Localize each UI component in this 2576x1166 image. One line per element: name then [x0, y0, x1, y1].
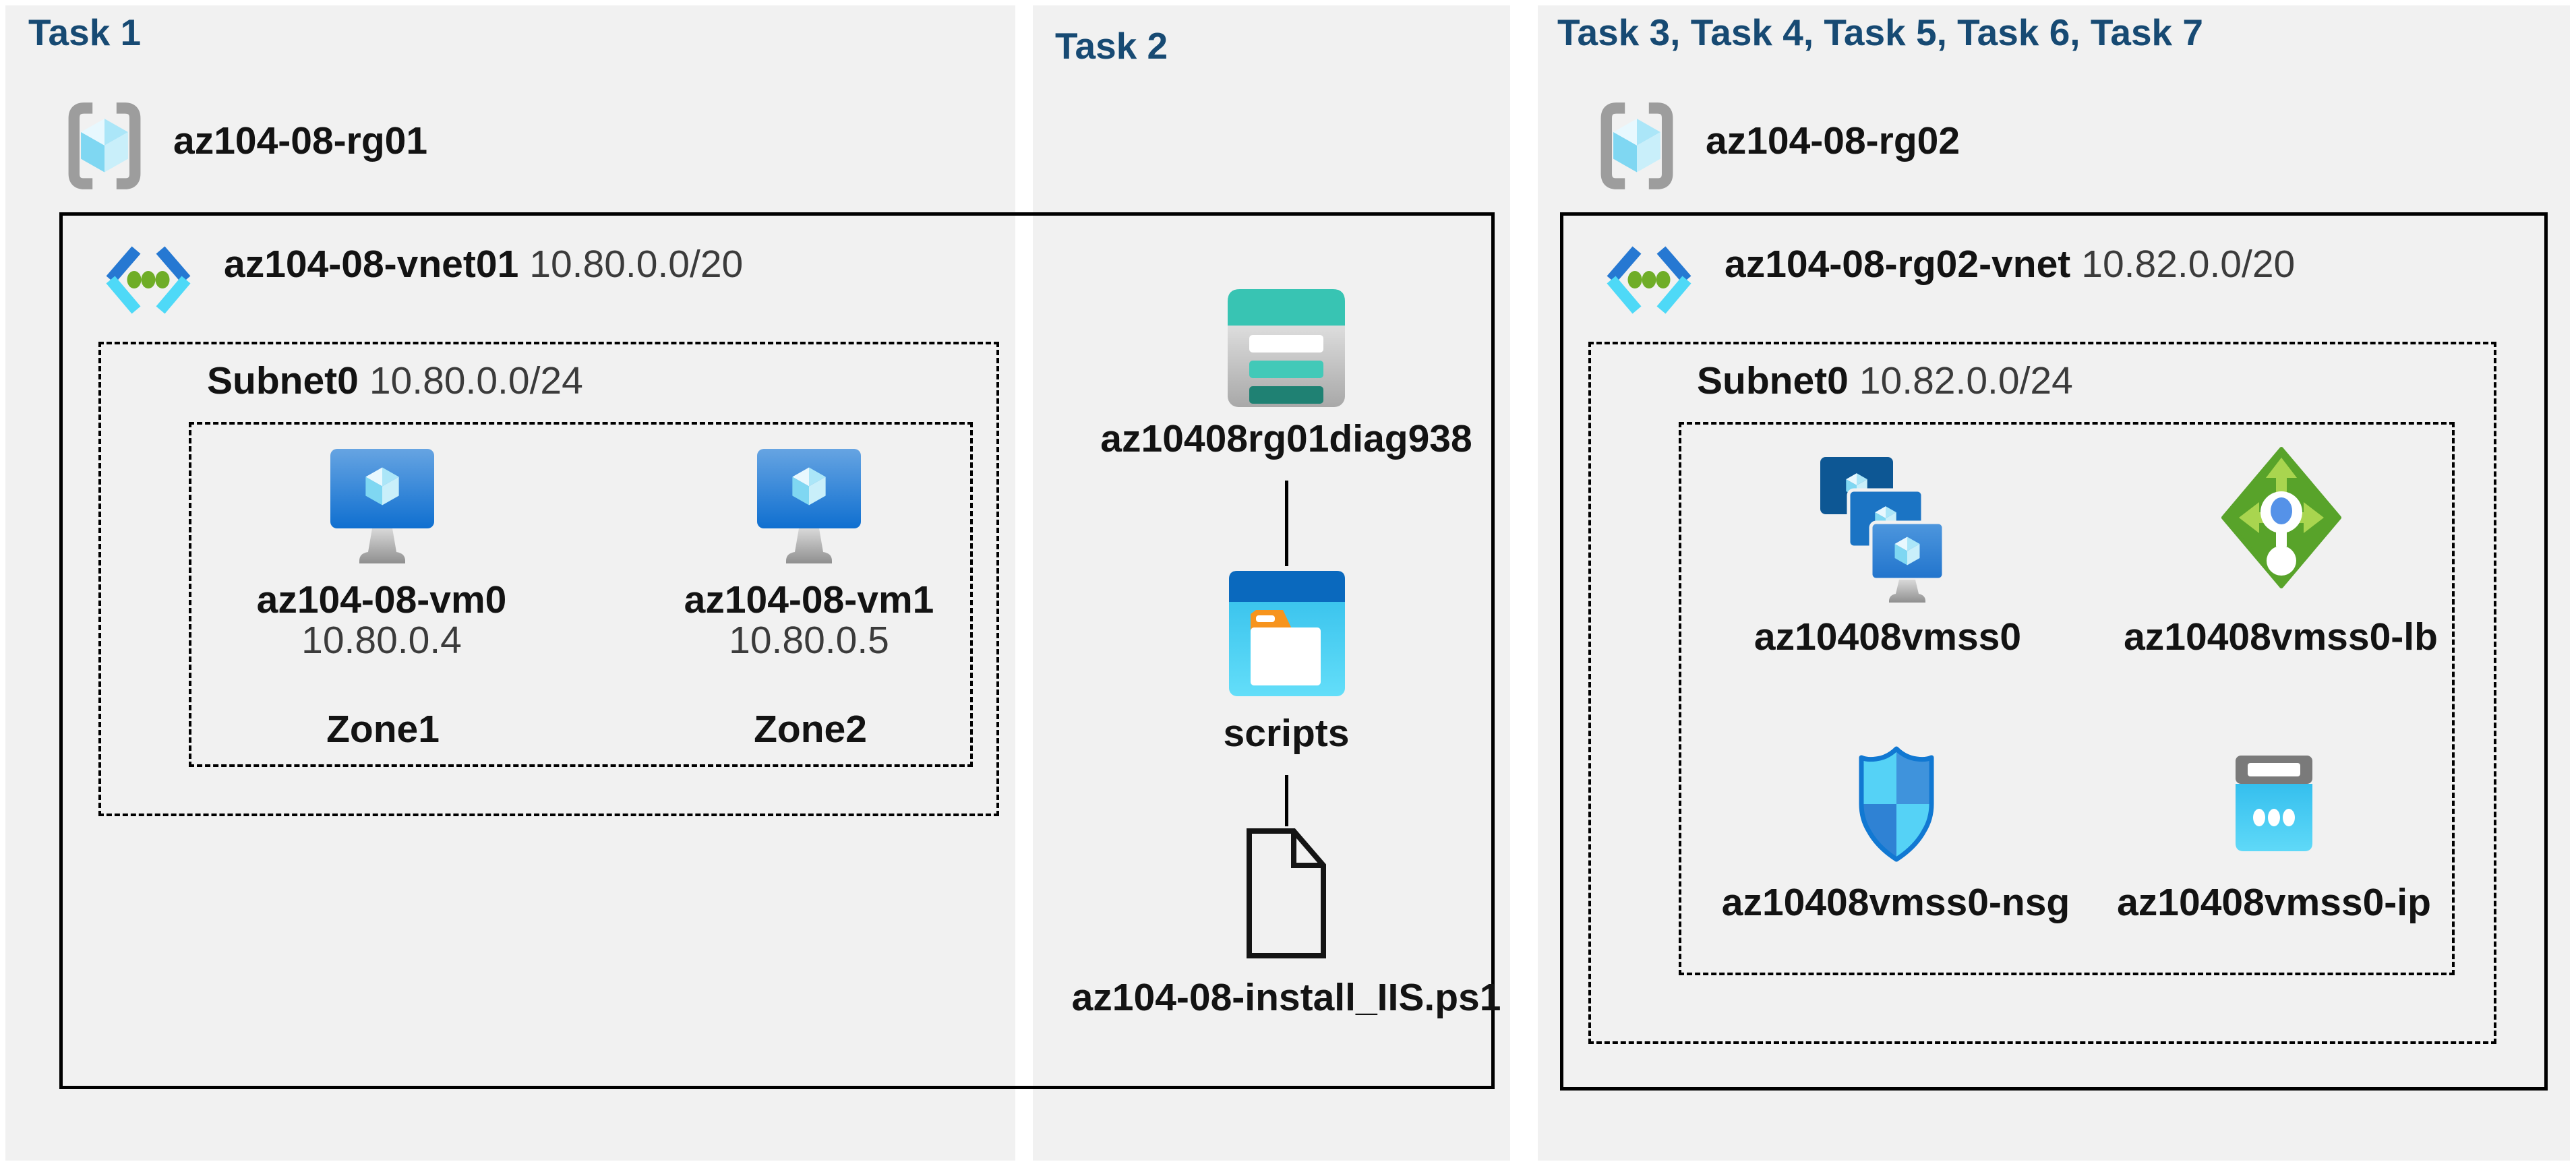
folder-icon: [1229, 571, 1345, 696]
task3-heading: Task 3, Task 4, Task 5, Task 6, Task 7: [1557, 11, 2203, 53]
vnet-cidr: 10.82.0.0/20: [2081, 243, 2296, 286]
nsg-name: az10408vmss0-nsg: [1721, 881, 2070, 924]
subnet2-inner-box: [1679, 422, 2455, 975]
vm-zone: Zone2: [754, 708, 867, 751]
vnet1-box: [59, 212, 1495, 1089]
panel-task3: [1538, 5, 2570, 1161]
resource-group-name: az104-08-rg01: [173, 119, 428, 162]
resource-group-icon: [68, 102, 141, 189]
subnet-name: Subnet0: [207, 359, 359, 402]
vnet2-box: [1560, 212, 2548, 1091]
virtual-machine-icon: [330, 449, 434, 563]
vm-scale-set-icon: [1820, 457, 1946, 603]
subnet-cidr: 10.80.0.0/24: [369, 359, 583, 402]
subnet1-box: [98, 342, 999, 816]
vmss-name: az10408vmss0: [1754, 615, 2022, 658]
task2-heading: Task 2: [1055, 25, 1168, 67]
subnet1-inner-box: [189, 422, 973, 767]
task1-heading: Task 1: [28, 11, 142, 53]
public-ip-icon: [2236, 756, 2312, 851]
storage-account-icon: [1228, 289, 1345, 407]
file-icon: [1247, 828, 1326, 958]
folder-name: scripts: [1223, 712, 1350, 755]
vm-name: az104-08-vm0: [256, 578, 507, 621]
vnet-name: az104-08-vnet01: [224, 243, 519, 286]
vm-ip: 10.80.0.4: [301, 619, 462, 662]
subnet-name: Subnet0: [1697, 359, 1849, 402]
panel-task1: [5, 5, 1015, 1161]
vnet-name: az104-08-rg02-vnet: [1725, 243, 2071, 286]
subnet-cidr: 10.82.0.0/24: [1859, 359, 2073, 402]
vm-name: az104-08-vm1: [684, 578, 934, 621]
vm-ip: 10.80.0.5: [729, 619, 889, 662]
connector-line: [1285, 481, 1288, 566]
network-security-group-icon: [1859, 746, 1934, 862]
subnet2-box: [1588, 342, 2496, 1044]
virtual-network-icon: [106, 246, 191, 314]
vm-zone: Zone1: [326, 708, 440, 751]
connector-line: [1285, 775, 1288, 826]
load-balancer-icon: [2221, 447, 2341, 588]
file-name: az104-08-install_IIS.ps1: [1071, 976, 1501, 1019]
storage-account-name: az10408rg01diag938: [1100, 417, 1472, 460]
public-ip-name: az10408vmss0-ip: [2117, 881, 2431, 924]
resource-group-icon: [1600, 102, 1673, 189]
virtual-machine-icon: [757, 449, 861, 563]
virtual-network-icon: [1607, 246, 1691, 314]
resource-group-name: az104-08-rg02: [1706, 119, 1960, 162]
load-balancer-name: az10408vmss0-lb: [2124, 615, 2438, 658]
vnet-cidr: 10.80.0.0/20: [529, 243, 744, 286]
